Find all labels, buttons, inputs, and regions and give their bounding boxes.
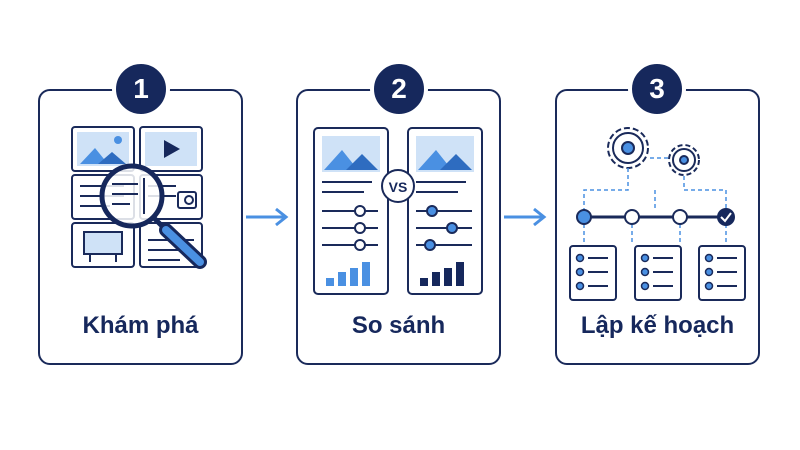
step-label: Khám phá — [82, 312, 199, 339]
checkmark-icon — [717, 208, 735, 226]
gear-icon — [607, 127, 649, 169]
timeline-node — [672, 209, 688, 225]
timeline-node — [576, 209, 592, 225]
checklist-icon — [569, 245, 617, 301]
play-icon — [164, 140, 180, 158]
vs-label: VS — [389, 179, 408, 195]
step-number-badge: 1 — [112, 60, 170, 118]
vs-circle — [381, 169, 415, 203]
radio-icon — [177, 191, 197, 209]
checklist-icon — [634, 245, 682, 301]
step-label: Lập kế hoạch — [580, 312, 735, 339]
arrow-right-icon — [246, 207, 289, 227]
magnifier-lens — [99, 163, 165, 229]
arrow-right-icon — [504, 207, 547, 227]
timeline-node — [624, 209, 640, 225]
step-number-badge: 2 — [370, 60, 428, 118]
checklist-icon — [698, 245, 746, 301]
step-number-badge: 3 — [628, 60, 686, 118]
step-label: So sánh — [351, 312, 446, 339]
gear-icon — [668, 144, 700, 176]
